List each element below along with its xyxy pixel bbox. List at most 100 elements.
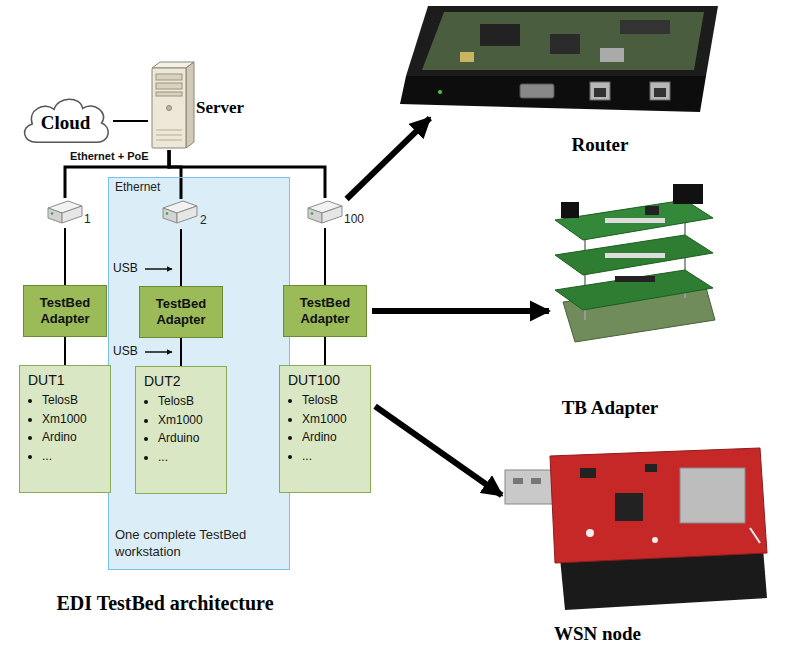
- server-node: Server: [148, 68, 263, 150]
- adapter-photo-art-part: [605, 218, 665, 223]
- router-photo-art-part: [620, 20, 670, 34]
- router-icons-part: [308, 201, 342, 223]
- router-node: 2: [163, 199, 199, 229]
- device-item: Ardino: [42, 428, 102, 447]
- router-photo-art: [400, 6, 718, 112]
- adapter-photo-art-part: [561, 202, 579, 218]
- workstation-band: EthernetOne complete TestBed workstation…: [108, 177, 290, 570]
- router-photo-art-part: [438, 90, 442, 94]
- server-tower-part: [156, 140, 182, 141]
- router-icons: [48, 201, 342, 223]
- usb-link: [324, 337, 326, 365]
- adapter-photo-art-part: [555, 270, 713, 310]
- adapter-box-text: TestBed Adapter: [28, 295, 102, 328]
- router-photo-art-part: [650, 82, 670, 100]
- wsn-photo-art-part: [680, 468, 745, 523]
- device-item: TelosB: [42, 391, 102, 410]
- wsn-photo-art-part: [580, 468, 596, 478]
- dut-box: DUT100TelosBXm1000Ardino...: [279, 365, 371, 493]
- device-item: TelosB: [158, 392, 218, 411]
- wsn-photo-art: [505, 448, 767, 610]
- usb-link: [324, 228, 326, 285]
- server-tower-part: [156, 83, 182, 89]
- router-photo-art-part: [460, 52, 474, 62]
- cloud-shape: Cloud: [18, 92, 113, 150]
- dut-box: DUT1TelosBXm1000Ardino...: [19, 365, 111, 493]
- adapter-photo-art-part: [555, 200, 713, 240]
- adapter-box-text: TestBed Adapter: [144, 296, 218, 329]
- server-tower-part: [186, 62, 194, 148]
- server-tower: [152, 62, 194, 148]
- ethernet-bus: [169, 150, 181, 199]
- wsn-photo-art-part: [550, 448, 767, 563]
- router-photo-art-part: [422, 12, 704, 70]
- router-icons-part: [48, 201, 82, 223]
- router-photo-art-part: [594, 88, 606, 97]
- router-photo: Router: [400, 4, 720, 116]
- server-tower-part: [156, 135, 182, 136]
- router-node-text: 2: [200, 213, 207, 227]
- wsn-photo-text: WSN node: [465, 623, 730, 645]
- wsn-photo-art-part: [586, 529, 594, 537]
- wsn-photo-art-part: [505, 470, 555, 504]
- router-photo-art-part: [550, 34, 580, 54]
- server-tower-part: [156, 130, 182, 131]
- server-tower-part: [156, 92, 182, 96]
- workstation-band-text: Ethernet: [115, 180, 160, 194]
- adapter-photo-art-part: [615, 276, 655, 282]
- router-node: 1: [47, 198, 83, 228]
- ethernet-bus: [65, 150, 169, 198]
- adapter-photo-text: TB Adapter: [530, 397, 690, 419]
- router-photo-text: Router: [440, 134, 760, 156]
- adapter-box: TestBed Adapter: [23, 285, 107, 337]
- network-label: Ethernet + PoE: [70, 150, 149, 162]
- device-item: ...: [158, 448, 218, 467]
- adapter-box: TestBed Adapter: [139, 286, 223, 338]
- wsn-photo-art-part: [615, 493, 643, 521]
- interface-label: USB: [113, 344, 138, 358]
- server-tower-part: [167, 106, 172, 111]
- router-photo-art-part: [480, 24, 520, 46]
- dut-box-text: DUT1: [28, 372, 102, 388]
- device-item: TelosB: [302, 391, 362, 410]
- ethernet-bus: [169, 150, 325, 198]
- device-item: Xm1000: [302, 410, 362, 429]
- router-photo-art-part: [590, 82, 610, 100]
- usb-link: [64, 228, 66, 285]
- device-item: Arduino: [158, 429, 218, 448]
- router-node: 100: [307, 198, 343, 228]
- router-photo-art-part: [400, 76, 706, 112]
- adapter-box-text: TestBed Adapter: [288, 295, 362, 328]
- detail-arrow: [347, 118, 430, 199]
- usb-arrows-part: [145, 351, 172, 353]
- server-tower-part: [152, 68, 186, 148]
- dut-box-text: DUT100: [288, 372, 362, 388]
- router-node-text: 100: [344, 212, 364, 226]
- band-fill: [108, 177, 290, 570]
- adapter-photo: TB Adapter: [555, 180, 715, 345]
- detail-arrow: [372, 308, 549, 314]
- adapter-photo-art: [555, 184, 715, 342]
- device-item: ...: [302, 447, 362, 466]
- workstation-band-text: One complete TestBed workstation: [115, 527, 283, 561]
- wsn-photo-art-part: [645, 464, 657, 472]
- server-tower-part: [156, 74, 182, 80]
- device-item: Xm1000: [42, 410, 102, 429]
- wsn-photo-art-part: [513, 478, 523, 484]
- wsn-photo-art-part: [750, 528, 760, 543]
- server-node-text: Server: [196, 98, 263, 118]
- interface-label: USB: [113, 261, 138, 275]
- wsn-photo-art-part: [652, 537, 658, 543]
- cloud-shape-text: Cloud: [41, 112, 91, 134]
- usb-link: [180, 229, 182, 286]
- router-icons-part: [163, 201, 197, 223]
- uplink-line: [113, 120, 148, 122]
- detail-arrow: [375, 406, 502, 495]
- device-item: Xm1000: [158, 411, 218, 430]
- adapter-box: TestBed Adapter: [283, 285, 367, 337]
- device-item: ...: [42, 447, 102, 466]
- router-photo-art-part: [406, 6, 718, 76]
- wsn-photo: WSN node: [505, 448, 770, 613]
- router-photo-art-part: [654, 88, 666, 97]
